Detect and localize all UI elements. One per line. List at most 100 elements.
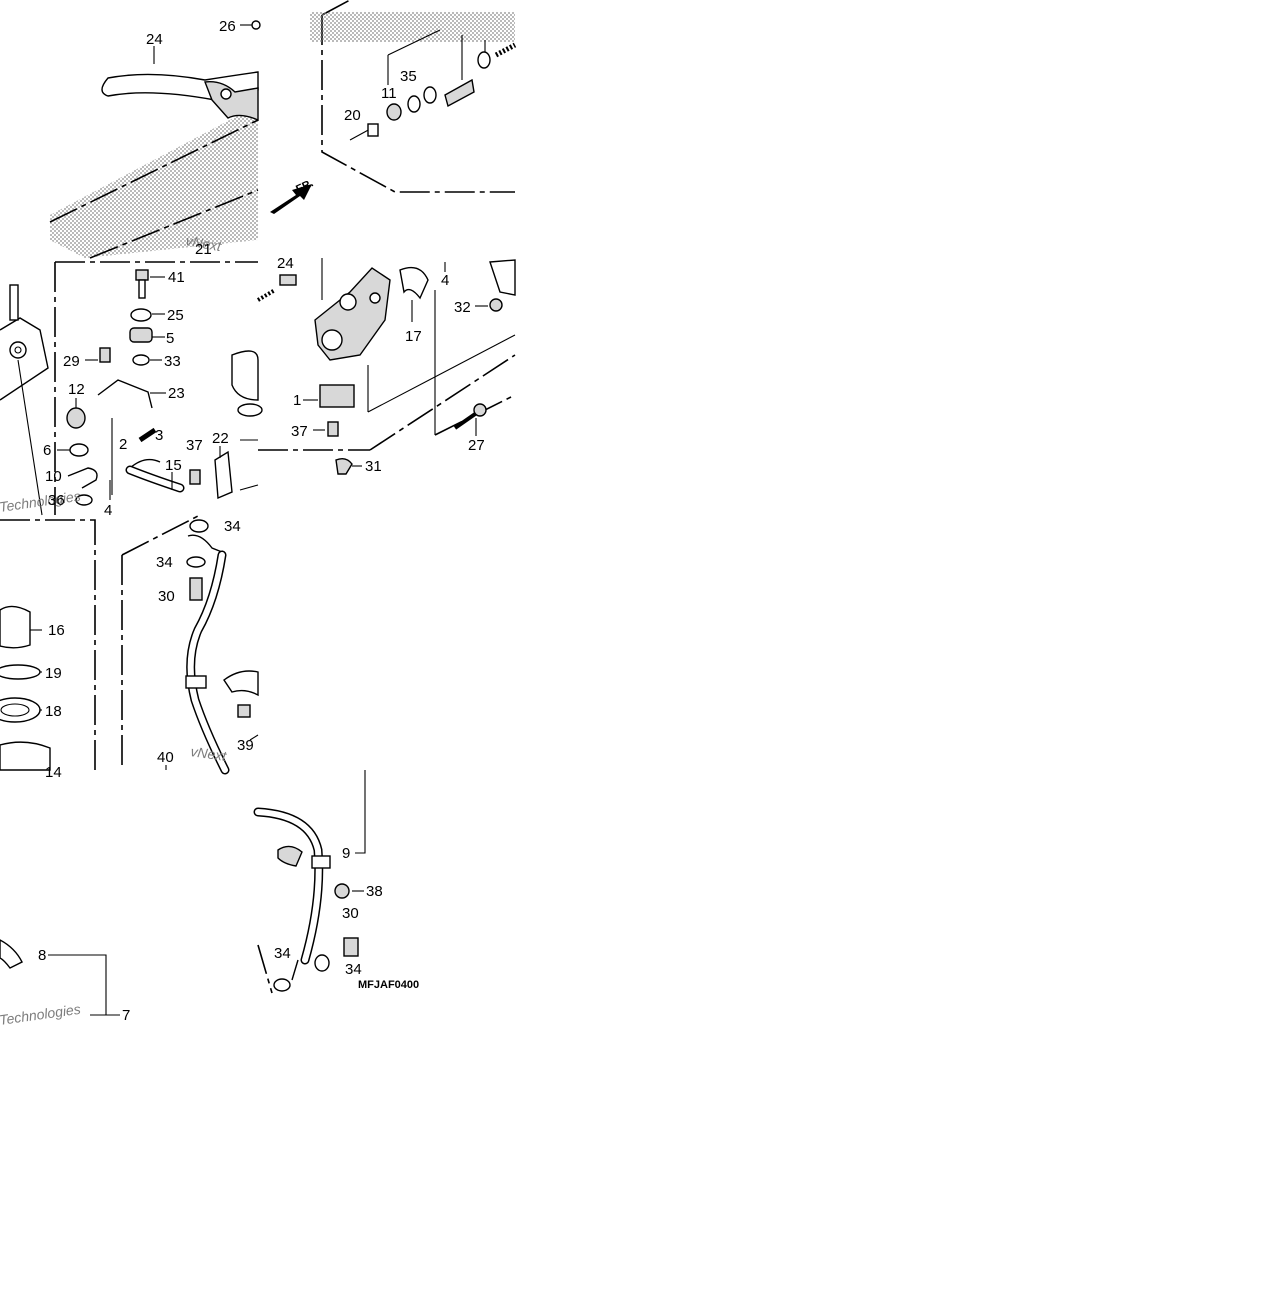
cylinder-body-edge (0, 317, 49, 401)
part-34-washer-c (314, 954, 330, 972)
label-22: 22 (212, 430, 229, 447)
label-9: 9 (342, 845, 350, 862)
label-26: 24 (146, 31, 163, 48)
part-24-screw (279, 274, 297, 286)
label-24: 24 (277, 255, 294, 272)
label-18: 18 (45, 703, 62, 720)
label-2: 2 (119, 436, 127, 453)
watermark-c: vNext (190, 743, 229, 764)
part-6-ring (69, 443, 89, 457)
label-34b: 34 (156, 554, 173, 571)
reservoir-cap-edge (231, 350, 259, 401)
part-37-screw-b (327, 421, 339, 437)
lever-pivot-hole (220, 88, 232, 100)
label-38: 38 (366, 883, 383, 900)
label-29: 29 (63, 353, 80, 370)
label-5: 5 (166, 330, 174, 347)
part-5-diaphragm (129, 327, 153, 343)
handlebar-shading (50, 105, 258, 258)
label-36: 36 (48, 492, 65, 509)
label-37: 37 (186, 437, 203, 454)
label-23: 23 (168, 385, 185, 402)
part-3-clip (129, 458, 161, 469)
tile-reservoir-exploded (0, 519, 96, 771)
label-15: 15 (165, 457, 182, 474)
piston-spring (494, 42, 517, 58)
label-28: 26 (219, 18, 236, 35)
tile-lower-hose (253, 770, 366, 994)
label-8: 8 (38, 947, 46, 964)
label-30b: 30 (342, 905, 359, 922)
label-41: 41 (168, 269, 185, 286)
tile-piston-kit (270, 0, 517, 214)
part-labels: 24 26 35 11 20 21 41 25 5 29 33 12 23 2 … (38, 18, 485, 1024)
reservoir-bolt (9, 284, 19, 321)
label-34a: 34 (224, 518, 241, 535)
part-35-ring (407, 95, 421, 113)
watermark-d: Technologies (0, 1001, 82, 1028)
hose-banjo (187, 534, 223, 553)
part-25-cap (130, 308, 152, 322)
part-34-washer-b (186, 556, 206, 568)
label-12: 12 (68, 381, 85, 398)
part-32-nut (489, 298, 503, 312)
part-30-bolt (189, 577, 203, 601)
diagram-code: MFJAF0400 (358, 979, 419, 991)
part-33-washer (132, 354, 150, 366)
label-33: 33 (164, 353, 181, 370)
watermark-a: vNext (184, 232, 223, 254)
part-1-switch (319, 384, 355, 408)
part-39-clamp (223, 670, 259, 697)
label-7: 7 (122, 1007, 130, 1024)
part-12-cap (66, 407, 86, 429)
tile-upper-hose (121, 514, 259, 775)
part-27-bolt (453, 410, 480, 430)
handlebar-edge-line (49, 119, 259, 223)
label-35: 35 (400, 68, 417, 85)
label-30: 30 (158, 588, 175, 605)
label-1: 1 (293, 392, 301, 409)
label-34d: 34 (345, 961, 362, 978)
part-10-joint (67, 467, 98, 489)
part-38-nut (334, 883, 350, 899)
tile-caliper-left (0, 939, 120, 1016)
part-22-holder (214, 450, 233, 500)
part-14-reservoir (0, 741, 51, 771)
kit-frame-line (321, 15, 515, 193)
part-28-bolt (251, 20, 261, 30)
part-36-clip (75, 494, 93, 506)
handlebar-lower-line (89, 189, 259, 259)
label-19: 19 (45, 665, 62, 682)
part-41-bolt (135, 269, 149, 281)
part-34-washer-a (189, 519, 209, 533)
part-20-screw (367, 123, 379, 137)
part-19-plate (0, 664, 41, 680)
label-25: 25 (167, 307, 184, 324)
part-31-cap (335, 457, 353, 475)
label-37b: 37 (291, 423, 308, 440)
label-31: 31 (365, 458, 382, 475)
label-3: 3 (155, 427, 163, 444)
label-4: 4 (104, 502, 112, 519)
label-6: 6 (43, 442, 51, 459)
label-27: 27 (468, 437, 485, 454)
part-30-bolt-b (343, 937, 359, 957)
piston-washer (477, 51, 491, 69)
front-direction-label: FR. (294, 177, 315, 195)
tile-lever (49, 20, 261, 259)
label-16: 16 (48, 622, 65, 639)
label-39: 39 (237, 737, 254, 754)
label-17: 17 (405, 328, 422, 345)
part-17-holder (399, 266, 429, 300)
part-2-pipe (138, 427, 157, 443)
piston-cup (423, 86, 437, 104)
label-11: 11 (381, 85, 397, 102)
part-29-bolt (99, 347, 111, 363)
front-direction-arrow (270, 184, 312, 214)
part-23-bracket (97, 379, 153, 409)
part-11-seal (386, 103, 402, 121)
kit-shading (310, 12, 515, 42)
label-21: 21 (195, 241, 212, 258)
label-4b: 4 (441, 272, 449, 289)
